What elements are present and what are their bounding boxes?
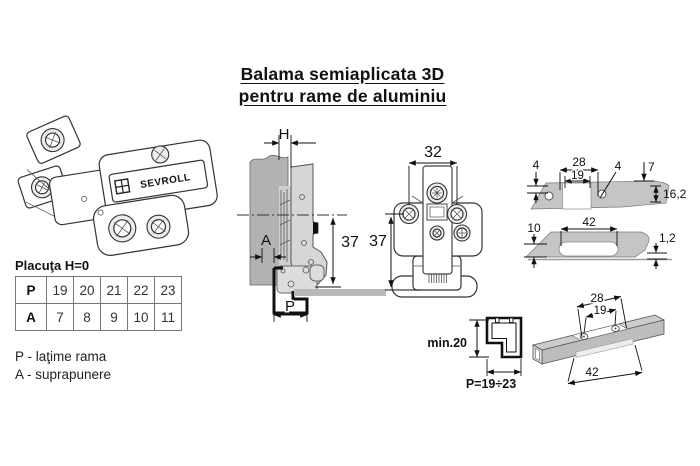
screw-icon: [453, 224, 471, 242]
legend: P - laţime rama A - suprapunere: [15, 348, 111, 384]
dim-h-label: H: [279, 126, 290, 143]
table-row-a: A 7 8 9 10 11: [15, 303, 182, 331]
milled-slot: [558, 241, 619, 257]
title-line-2: pentru rame de aluminiu: [238, 86, 447, 106]
cabinet-panel: [249, 154, 289, 286]
row-p-cell: 21: [100, 276, 128, 304]
plate-table-title: Placuţa H=0: [15, 258, 90, 273]
page-title: Balama semiaplicata 3D pentru rame de al…: [175, 63, 510, 107]
dim-10-label: 10: [527, 221, 541, 235]
row-p-cell: 22: [127, 276, 155, 304]
dim-p-range-label: P=19÷23: [466, 377, 516, 391]
glass-panel: [294, 289, 386, 296]
row-a-cell: 9: [100, 303, 128, 331]
side-view-drawing: H 37 A P: [237, 126, 386, 322]
dim-19-label: 19: [571, 170, 584, 182]
dim-37-front-label: 37: [369, 233, 387, 250]
legend-a-line: A - suprapunere: [15, 367, 112, 382]
plate-table: P 19 20 21 22 23 A 7 8 9 10 11: [15, 276, 182, 331]
screw-icon: [398, 203, 420, 225]
row-p-header: P: [15, 276, 47, 304]
dim-4-hole-label: 4: [615, 159, 622, 173]
drill-hole: [544, 191, 554, 201]
dim-19-3d-label: 19: [594, 305, 607, 317]
profile-outline: [485, 316, 523, 359]
screw-icon: [151, 145, 170, 164]
drill-pattern-drawing: 28 19 4 4 7 16,2: [527, 155, 687, 210]
cam-adjuster-icon: [426, 182, 448, 204]
hinge-top-bracket: [26, 115, 81, 164]
screw-icon: [40, 128, 65, 153]
slot-pattern-drawing: 42 10 1,2: [524, 215, 678, 269]
hinge-illustration: SEVROLL: [17, 115, 218, 256]
dim-28-label: 28: [572, 155, 586, 169]
row-p-cell: 20: [73, 276, 101, 304]
plate-table-wrap: P 19 20 21 22 23 A 7 8 9 10 11: [15, 276, 182, 331]
row-p-cell: 23: [154, 276, 182, 304]
title-line-1: Balama semiaplicata 3D: [240, 64, 445, 84]
profile-bar-3d-drawing: 28 19 42: [531, 290, 666, 386]
screw-icon: [429, 225, 445, 241]
dim-42-label: 42: [582, 215, 596, 229]
row-a-cell: 10: [127, 303, 155, 331]
row-a-cell: 8: [73, 303, 101, 331]
dim-42-3d-label: 42: [585, 365, 599, 379]
bar-front-slot: [575, 338, 634, 358]
row-p-cell: 19: [46, 276, 74, 304]
brand-grid-icon: [113, 178, 131, 195]
dim-a-label: A: [261, 232, 271, 249]
screw-icon: [108, 214, 137, 243]
dim-p-label: P: [285, 298, 295, 315]
row-a-header: A: [15, 303, 47, 331]
square-cutout: [562, 182, 592, 210]
dim-32-label: 32: [424, 144, 442, 161]
front-view-drawing: 32 37: [369, 144, 483, 298]
dim-4-edge-label: 4: [533, 158, 540, 172]
row-a-cell: 11: [154, 303, 182, 331]
dim-28-3d-label: 28: [590, 291, 604, 305]
hinge-mechanism: [279, 186, 291, 266]
dim-37-side-label: 37: [341, 234, 359, 251]
table-row-p: P 19 20 21 22 23: [15, 276, 182, 304]
row-a-cell: 7: [46, 303, 74, 331]
dim-7-label: 7: [648, 160, 655, 174]
dim-min20-label: min.20: [427, 336, 467, 350]
hinge-body: SEVROLL: [25, 139, 218, 256]
screw-icon: [446, 203, 468, 225]
brand-plate: [108, 159, 209, 203]
dim-16-2-label: 16,2: [663, 187, 687, 201]
dim-1-2-label: 1,2: [659, 231, 676, 245]
screw-icon: [146, 214, 171, 239]
profile-section-drawing: min.20 P=19÷23: [427, 316, 523, 391]
legend-p-line: P - laţime rama: [15, 349, 107, 364]
